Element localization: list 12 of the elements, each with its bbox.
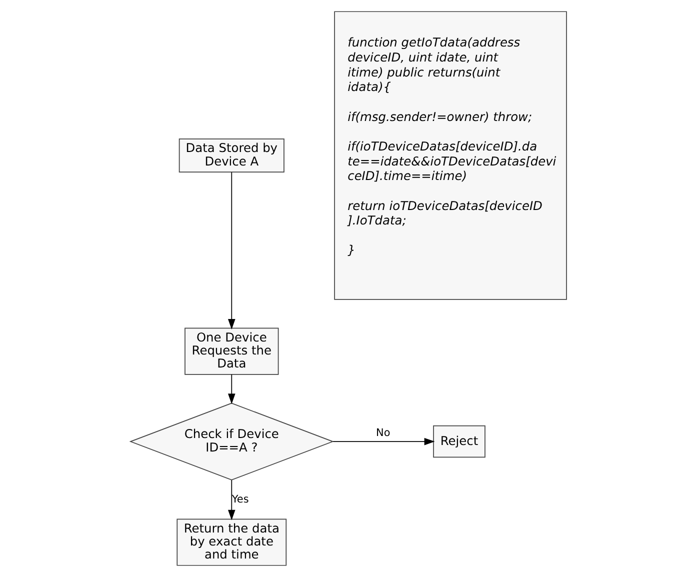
node-box: Return the data by exact date and time [176, 518, 286, 566]
arrow [227, 480, 235, 520]
arrow [332, 438, 434, 446]
node-box: One Device Requests the Data [184, 328, 278, 375]
edge-label: Yes [231, 493, 248, 506]
edge-label: No [376, 426, 390, 439]
arrow [227, 172, 235, 330]
node-box: Reject [432, 425, 485, 458]
node-box: Data Stored by Device A [178, 138, 284, 173]
node-diamond: Check if Device ID==A ? [128, 402, 334, 480]
node-box: function getIoTdata(address deviceID, uint idate, uint itime) public returns(uint idata){ if(msg.sender!=owner) throw; if(ioTDeviceDatas[deviceID].date==idate&&ioTDeviceDatas[deviceID].time==itime) return ioTDeviceDatas[deviceID].IoTdata; } [334, 11, 566, 300]
arrow [227, 374, 235, 404]
